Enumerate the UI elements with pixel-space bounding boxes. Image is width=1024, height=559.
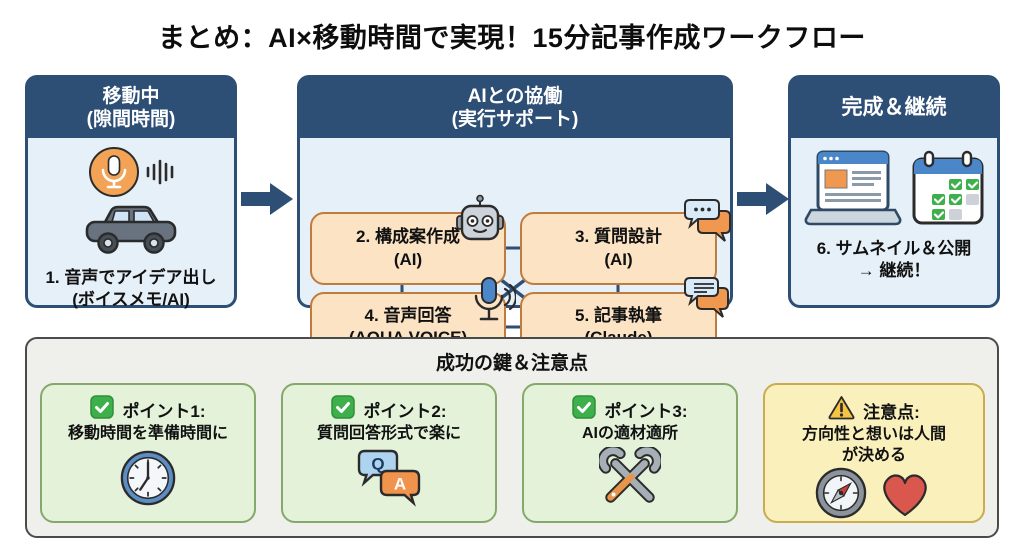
point-3-heading: ポイント3: [604,402,688,421]
chat-dots-icon [683,198,733,250]
stage-mobile-caption-line1: 1. 音声でアイデア出し [45,268,217,287]
stage-complete-header-line1: 完成＆継続 [841,96,947,120]
flow-arrow-icon [736,181,790,222]
step-4-title: 4. 音声回答 [364,305,452,325]
caution-body-line2: が決める [841,446,906,464]
caution-heading: 注意点: [863,402,920,422]
stage-ai-header-line2: (実行サポート) [451,109,579,130]
microphone-circle-icon [87,145,141,204]
flow-arrow-icon [240,181,294,222]
step-3-title: 3. 質問設計 [575,227,662,247]
stage-mobile-caption-line2: (ボイスメモ/AI) [72,290,190,310]
stage-complete-header: 完成＆継続 [791,78,997,138]
point-1-body: 移動時間を準備時間に [67,425,228,442]
microphone-blue-icon [472,276,518,333]
crossed-wrenches-icon [597,445,663,514]
stage-mobile-header-line1: 移動中 [102,85,160,107]
diagram-title: まとめ：AI×移動時間で実現！15分記事作成ワークフロー [158,23,866,53]
stage-ai-collab: AIとの協働 (実行サポート) 2. 構成案作成 (AI) 3. 質問設計 (A… [297,75,733,362]
point-1-heading: ポイント1: [122,402,206,421]
point-2-body: 質問回答形式で楽に [316,425,461,442]
voice-idea-icons [87,146,175,202]
caution-icon-area [815,467,933,528]
stage-mobile: 移動中 (隙間時間) [25,75,237,309]
step-2-title: 2. 構成案作成 [356,227,460,247]
stage-ai-body: 2. 構成案作成 (AI) 3. 質問設計 (AI) 4. 音声回答 (AQUA… [300,138,733,362]
step-question-design: 3. 質問設計 (AI) [520,212,717,285]
calendar-checks-icon [911,150,985,235]
step-2-subtitle: (AI) [393,249,423,269]
stage-mobile-header: 移動中 (隙間時間) [28,78,234,138]
point-1-icon-area [119,445,177,521]
stage-complete-caption-line2: → 継続！ [857,261,931,281]
stage-mobile-header-line2: (隙間時間) [86,109,176,130]
stage-complete: 完成＆継続 [788,75,1000,308]
check-icon [90,395,115,424]
step-5-title: 5. 記事執筆 [575,305,662,325]
stage-complete-caption: 6. サムネイル＆公開 → 継続！ [817,238,972,282]
check-icon [331,395,356,424]
point-2-head: ポイント2: [331,395,447,424]
point-3-head: ポイント3: [572,395,688,424]
check-icon [572,395,597,424]
svg-text:Q: Q [371,455,384,474]
caution-body-line1: 方向性と想いは人間 [801,426,946,443]
stage-ai-header-line1: AIとの協働 [467,85,563,107]
point-2-icon-area: Q A [357,445,421,521]
compass-icon [815,467,867,524]
caution-card: 注意点: 方向性と想いは人間 が決める [763,383,985,523]
chat-text-icon [683,276,731,326]
point-3-body: AIの適材適所 [581,425,678,442]
publish-icons [803,146,985,230]
stage-mobile-caption: 1. 音声でアイデア出し (ボイスメモ/AI) [45,267,216,311]
point-3-card: ポイント3: AIの適材適所 [522,383,738,523]
stage-ai-header: AIとの協働 (実行サポート) [300,78,730,138]
point-2-card: ポイント2: 質問回答形式で楽に Q A [281,383,497,523]
qa-bubbles-icon: Q A [357,449,421,512]
key-points-title: 成功の鍵＆注意点 [435,353,588,374]
point-3-icon-area [597,445,663,521]
car-icon [82,202,180,261]
caution-head: 注意点: [828,395,920,425]
key-points-panel: 成功の鍵＆注意点 ポイント1: 移動時間を準備時間に [25,337,999,538]
sound-waves-icon [145,155,175,194]
point-2-heading: ポイント2: [363,402,447,421]
clock-icon [119,449,177,512]
stage-complete-body: 6. サムネイル＆公開 → 継続！ [791,138,997,305]
step-3-subtitle: (AI) [604,249,633,269]
stage-mobile-body: 1. 音声でアイデア出し (ボイスメモ/AI) [28,138,234,309]
warning-icon [828,395,855,425]
point-1-head: ポイント1: [90,395,206,424]
stage-complete-caption-line1: 6. サムネイル＆公開 [816,239,972,258]
heart-icon [877,468,933,523]
laptop-article-icon [803,150,903,233]
robot-icon [455,194,505,251]
point-1-card: ポイント1: 移動時間を準備時間に [40,383,256,523]
svg-text:A: A [394,475,406,494]
